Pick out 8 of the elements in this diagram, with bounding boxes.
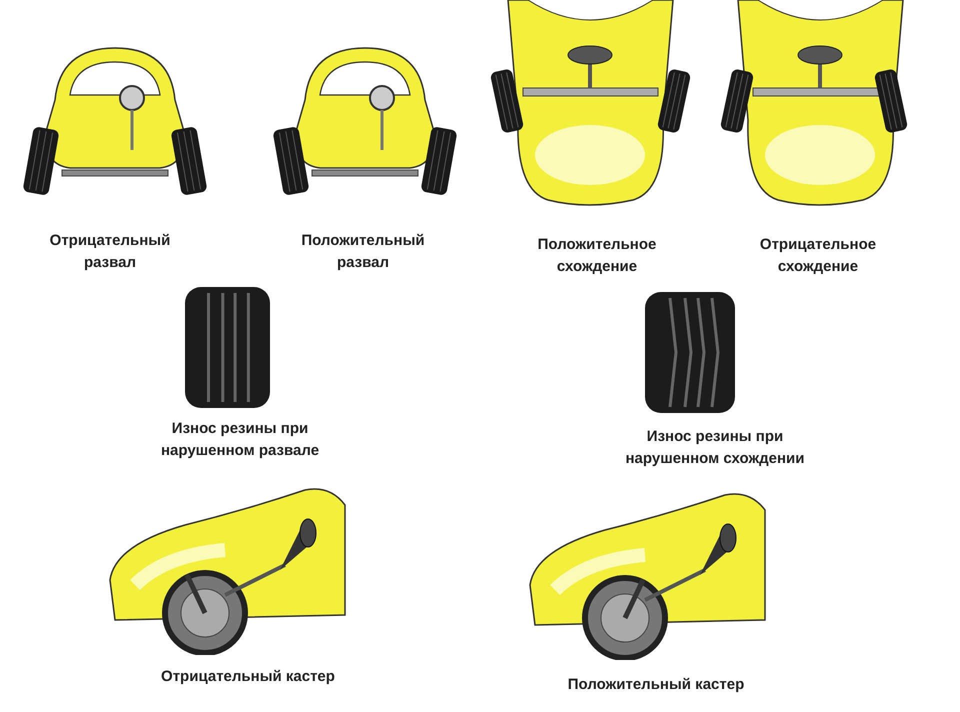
caption: Положительный развал <box>300 231 426 273</box>
caption: Положительное схождение <box>536 235 658 277</box>
caption: Положительный кастер <box>566 675 746 695</box>
caption: Отрицательный развал <box>48 231 172 273</box>
caption: Износ резины при нарушенном развале <box>160 419 320 461</box>
caption: Отрицательный кастер <box>160 667 336 687</box>
caption: Износ резины при нарушенном схождении <box>624 427 806 469</box>
caption: Отрицательное схождение <box>758 235 878 277</box>
